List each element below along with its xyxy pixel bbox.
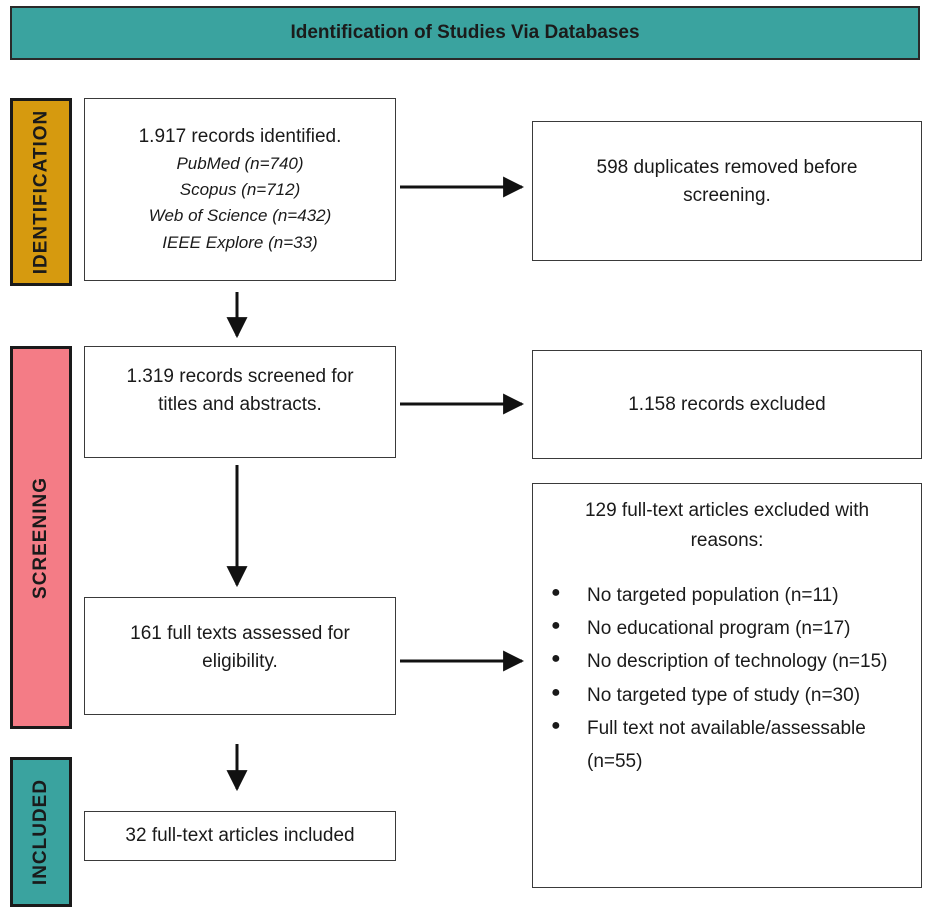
reason-text: Full text not available/assessable (n=55… [587, 717, 866, 773]
reasons-title-line-1: 129 full-text articles excluded with [584, 500, 870, 521]
bullet-icon: ● [551, 716, 561, 734]
source-scopus: Scopus (n=712) [179, 179, 301, 199]
assessed-line-2: eligibility. [202, 650, 278, 672]
reason-text: No description of technology (n=15) [587, 651, 888, 673]
exclusion-reasons-title: 129 full-text articles excluded with rea… [533, 496, 921, 557]
reason-text: No targeted population (n=11) [587, 584, 839, 606]
assessed-line-1: 161 full texts assessed for [130, 623, 350, 644]
reason-text: No educational program (n=17) [587, 618, 851, 640]
screened-line-2: titles and abstracts. [158, 393, 322, 415]
duplicates-line-1: 598 duplicates removed before [596, 157, 858, 178]
exclusion-reasons-box: 129 full-text articles excluded with rea… [532, 483, 922, 888]
phase-identification: IDENTIFICATION [10, 98, 72, 286]
phase-included-label: INCLUDED [30, 778, 52, 886]
phase-screening: SCREENING [10, 346, 72, 729]
phase-included: INCLUDED [10, 757, 72, 907]
source-pubmed: PubMed (n=740) [176, 153, 304, 173]
source-web-of-science: Web of Science (n=432) [148, 206, 332, 226]
bullet-icon: ● [551, 617, 561, 635]
articles-included-text: 32 full-text articles included [125, 825, 355, 847]
source-ieee-explore: IEEE Explore (n=33) [162, 232, 318, 252]
reasons-title-line-2: reasons: [690, 530, 764, 552]
bullet-icon: ● [551, 650, 561, 668]
list-item: ● No description of technology (n=15) [533, 645, 921, 678]
records-identified-text: 1.917 records identified. [138, 126, 342, 148]
list-item: ● No educational program (n=17) [533, 612, 921, 645]
screened-line-1: 1.319 records screened for [126, 366, 354, 387]
duplicates-line-2: screening. [683, 184, 771, 206]
records-excluded-box: 1.158 records excluded [532, 350, 922, 459]
bullet-icon: ● [551, 583, 561, 601]
phase-identification-label: IDENTIFICATION [30, 109, 51, 275]
list-item: ● No targeted population (n=11) [533, 579, 921, 612]
phase-screening-label: SCREENING [30, 476, 51, 599]
full-texts-assessed-box: 161 full texts assessed for eligibility. [84, 597, 396, 715]
records-identified-box: 1.917 records identified. PubMed (n=740)… [84, 98, 396, 281]
bullet-icon: ● [551, 683, 561, 701]
diagram-title: Identification of Studies Via Databases [10, 6, 920, 60]
reason-text: No targeted type of study (n=30) [587, 684, 861, 706]
exclusion-reasons-list: ● No targeted population (n=11) ● No educa… [533, 579, 921, 779]
records-excluded-text: 1.158 records excluded [628, 393, 826, 415]
duplicates-removed-box: 598 duplicates removed before screening. [532, 121, 922, 261]
articles-included-box: 32 full-text articles included [84, 811, 396, 861]
list-item: ● No targeted type of study (n=30) [533, 679, 921, 712]
diagram-title-text: Identification of Studies Via Databases [290, 22, 640, 43]
records-screened-box: 1.319 records screened for titles and ab… [84, 346, 396, 458]
list-item: ● Full text not available/assessable (n=5… [533, 712, 921, 779]
